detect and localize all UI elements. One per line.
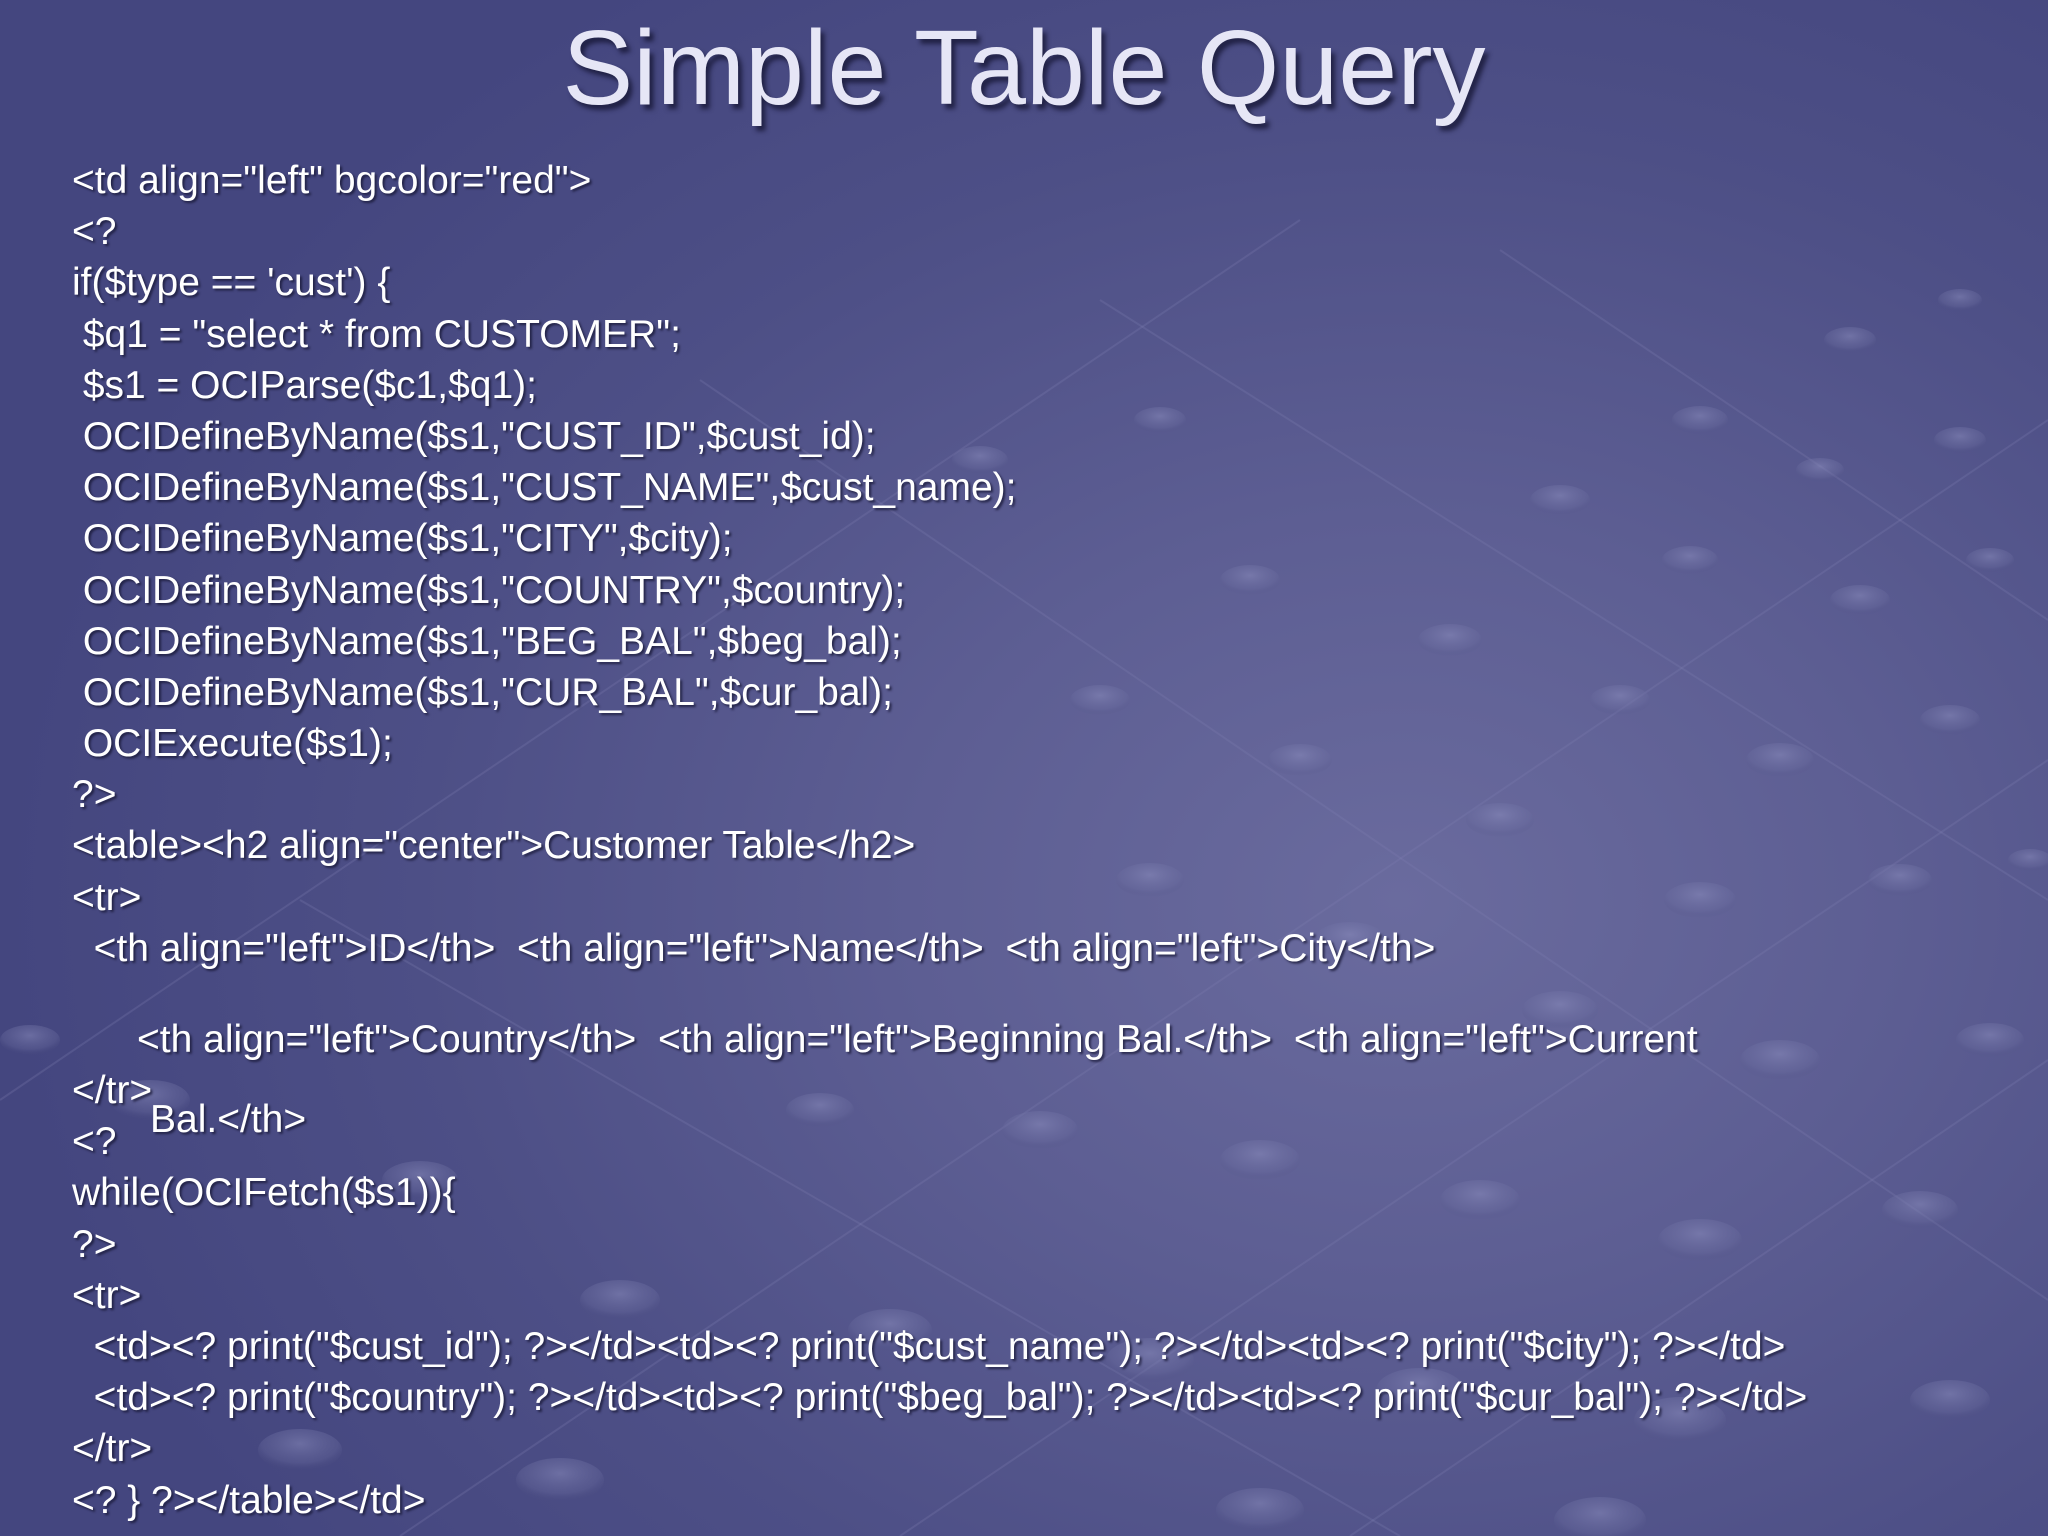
code-line: </tr> xyxy=(72,1069,153,1112)
code-line: <? xyxy=(72,1120,117,1164)
code-line-wrapped: <th align="left">Country</th> <th align=… xyxy=(72,974,2012,1140)
code-line: <tr> xyxy=(72,875,142,919)
code-line: ?> xyxy=(72,1222,117,1266)
code-line: $s1 = OCIParse($c1,$q1); xyxy=(72,363,537,407)
code-line: <tr> xyxy=(72,1273,142,1317)
code-line: $q1 = "select * from CUSTOMER"; xyxy=(72,312,681,356)
code-line-continuation: Bal.</th> xyxy=(150,1098,307,1141)
code-line: <table><h2 align="center">Customer Table… xyxy=(72,824,916,868)
code-line: OCIDefineByName($s1,"CUST_NAME",$cust_na… xyxy=(72,466,1017,510)
code-line: <td><? print("$country"); ?></td><td><? … xyxy=(72,1376,1808,1420)
code-line: OCIDefineByName($s1,"CUR_BAL",$cur_bal); xyxy=(72,670,893,714)
code-line: <? } ?></table></td> xyxy=(72,1478,426,1522)
code-listing: <td align="left" bgcolor="red"> <? if($t… xyxy=(72,155,2012,1526)
code-line: OCIDefineByName($s1,"COUNTRY",$country); xyxy=(72,568,906,612)
code-line: if($type == 'cust') { xyxy=(72,261,391,305)
code-line: OCIDefineByName($s1,"CUST_ID",$cust_id); xyxy=(72,414,876,458)
code-line: OCIExecute($s1); xyxy=(72,722,393,766)
code-line: while(OCIFetch($s1)){ xyxy=(72,1171,456,1215)
code-line: </tr> xyxy=(72,1427,153,1471)
code-line: <? xyxy=(72,210,117,254)
code-line: OCIDefineByName($s1,"CITY",$city); xyxy=(72,517,733,561)
slide-title: Simple Table Query xyxy=(562,9,1486,127)
code-line: ?> xyxy=(72,773,117,817)
code-line: <td align="left" bgcolor="red"> xyxy=(72,159,592,202)
code-line: OCIDefineByName($s1,"BEG_BAL",$beg_bal); xyxy=(72,619,902,663)
code-line-part: <th align="left">Country</th> <th align=… xyxy=(115,1018,1698,1061)
code-line: <td><? print("$cust_id"); ?></td><td><? … xyxy=(72,1324,1786,1368)
code-line: <th align="left">ID</th> <th align="left… xyxy=(72,926,1436,970)
